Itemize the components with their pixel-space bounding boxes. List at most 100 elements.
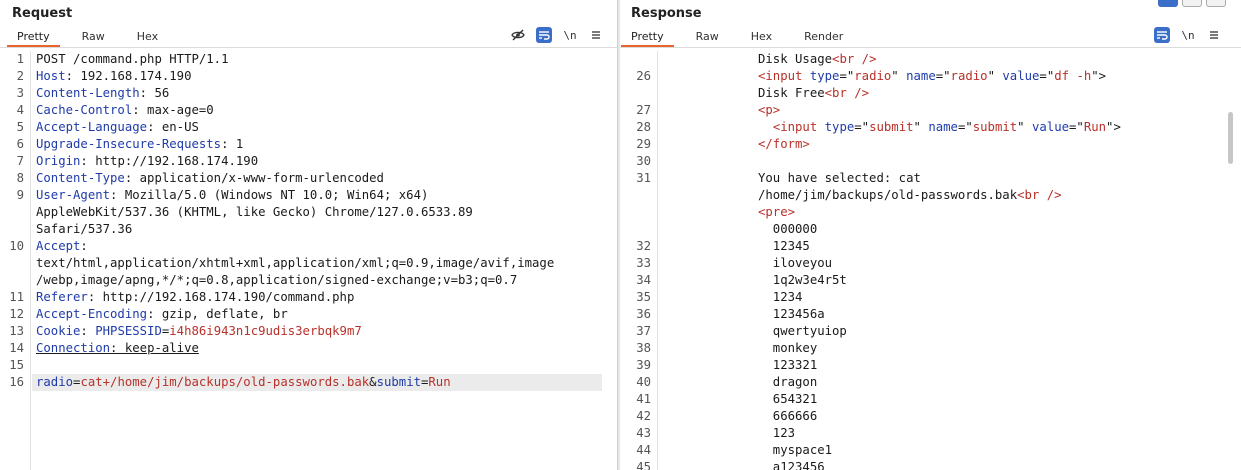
line-number: 13 (9, 324, 24, 338)
code-token: 123456a (758, 307, 825, 321)
code-token: /home/jim/backups/old-passwords.bak (758, 188, 1018, 202)
code-token: : (80, 239, 88, 253)
pane-splitter[interactable] (617, 0, 620, 470)
code-line: 123321 (758, 357, 817, 374)
wrap-icon[interactable] (536, 27, 552, 43)
line-number: 41 (636, 392, 651, 406)
request-tabs: Pretty Raw Hex (7, 29, 180, 47)
layout-toggle-icon[interactable] (1158, 0, 1178, 7)
eye-slash-icon[interactable] (510, 27, 526, 43)
code-token: Origin (36, 154, 81, 168)
code-token (758, 120, 773, 134)
wrap-icon[interactable] (1154, 27, 1170, 43)
code-token: : Mozilla/5.0 (Windows NT 10.0; Win64; x… (110, 188, 429, 202)
code-token: : application/x-www-form-urlencoded (124, 171, 384, 185)
hamburger-icon[interactable] (1206, 27, 1222, 43)
hamburger-icon[interactable] (588, 27, 604, 43)
code-token: 000000 (758, 222, 818, 236)
code-token: =" (957, 120, 973, 134)
line-number: 28 (636, 120, 651, 134)
code-token: : 56 (139, 86, 170, 100)
code-token: 654321 (758, 392, 818, 406)
code-token: <p> (758, 103, 781, 117)
code-token: AppleWebKit/537.36 (KHTML, like Gecko) C… (36, 205, 473, 219)
code-token: Accept-Encoding (36, 307, 148, 321)
code-token: " (987, 69, 1003, 83)
tab-render[interactable]: Render (804, 30, 844, 43)
tab-raw[interactable]: Raw (695, 30, 719, 43)
code-line: Safari/537.36 (36, 221, 132, 238)
line-number: 45 (636, 460, 651, 470)
code-token: "> (1106, 120, 1121, 134)
line-number: 9 (16, 188, 24, 202)
code-token: = (73, 375, 81, 389)
code-token: type (809, 69, 840, 83)
tab-hex[interactable]: Hex (136, 30, 159, 43)
newline-toggle[interactable]: \n (563, 28, 577, 42)
line-number: 43 (636, 426, 651, 440)
code-token: value (1031, 120, 1070, 134)
code-token: <br /> (832, 52, 877, 66)
tab-pretty[interactable]: Pretty (7, 29, 60, 47)
code-token: type (824, 120, 855, 134)
code-token: iloveyou (758, 256, 833, 270)
code-token: cat+/home/jim/backups/old-passwords.bak (80, 375, 370, 389)
layout-toggle-icon[interactable] (1206, 0, 1226, 7)
layout-toggle-icon[interactable] (1182, 0, 1202, 7)
code-line: Cookie: PHPSESSID=i4h86i943n1c9udis3erbq… (36, 323, 362, 340)
code-token: name (906, 69, 936, 83)
tab-raw[interactable]: Raw (81, 30, 105, 43)
code-token: Safari/537.36 (36, 222, 133, 236)
code-token: df -h (1054, 69, 1092, 83)
code-token: Run (1083, 120, 1107, 134)
code-token: submit (376, 375, 421, 389)
newline-toggle[interactable]: \n (1181, 28, 1195, 42)
code-line: monkey (758, 340, 817, 357)
line-number: 15 (9, 358, 24, 372)
code-token: Cookie (36, 324, 81, 338)
code-line: radio=cat+/home/jim/backups/old-password… (32, 374, 602, 391)
code-line: 123456a (758, 306, 825, 323)
code-line: Disk Usage<br /> (758, 51, 876, 68)
code-token: : en-US (147, 120, 199, 134)
code-token: = (421, 375, 429, 389)
line-number: 11 (9, 290, 24, 304)
code-token: = (161, 324, 170, 338)
code-line: /home/jim/backups/old-passwords.bak<br /… (758, 187, 1062, 204)
code-token: =" (1069, 120, 1084, 134)
code-token: <br /> (1017, 188, 1062, 202)
code-line: Host: 192.168.174.190 (36, 68, 191, 85)
code-line: 123 (758, 425, 795, 442)
code-token: PHPSESSID (95, 324, 162, 338)
code-line: POST /command.php HTTP/1.1 (36, 51, 229, 68)
code-line: 1234 (758, 289, 803, 306)
code-token: text/html,application/xhtml+xml,applicat… (36, 256, 555, 270)
line-number: 26 (636, 69, 651, 83)
code-token: radio (854, 69, 892, 83)
line-number: 4 (16, 103, 24, 117)
code-token: : 192.168.174.190 (65, 69, 192, 83)
line-number: 1 (16, 52, 24, 66)
code-line: User-Agent: Mozilla/5.0 (Windows NT 10.0… (36, 187, 428, 204)
code-token: Host (36, 69, 66, 83)
code-token: 12345 (758, 239, 810, 253)
code-token: <input (758, 69, 810, 83)
code-token: a123456 (758, 460, 825, 470)
line-number: 8 (16, 171, 24, 185)
tab-pretty[interactable]: Pretty (621, 29, 674, 47)
response-toolbar: \n (1154, 27, 1232, 43)
code-token: : 1 (221, 137, 244, 151)
code-line: Content-Type: application/x-www-form-url… (36, 170, 384, 187)
tab-hex[interactable]: Hex (750, 30, 773, 43)
code-line: iloveyou (758, 255, 832, 272)
code-token: submit (972, 120, 1018, 134)
code-line: text/html,application/xhtml+xml,applicat… (36, 255, 554, 272)
line-number: 36 (636, 307, 651, 321)
line-number: 27 (636, 103, 651, 117)
vertical-scrollbar[interactable] (1228, 112, 1233, 164)
